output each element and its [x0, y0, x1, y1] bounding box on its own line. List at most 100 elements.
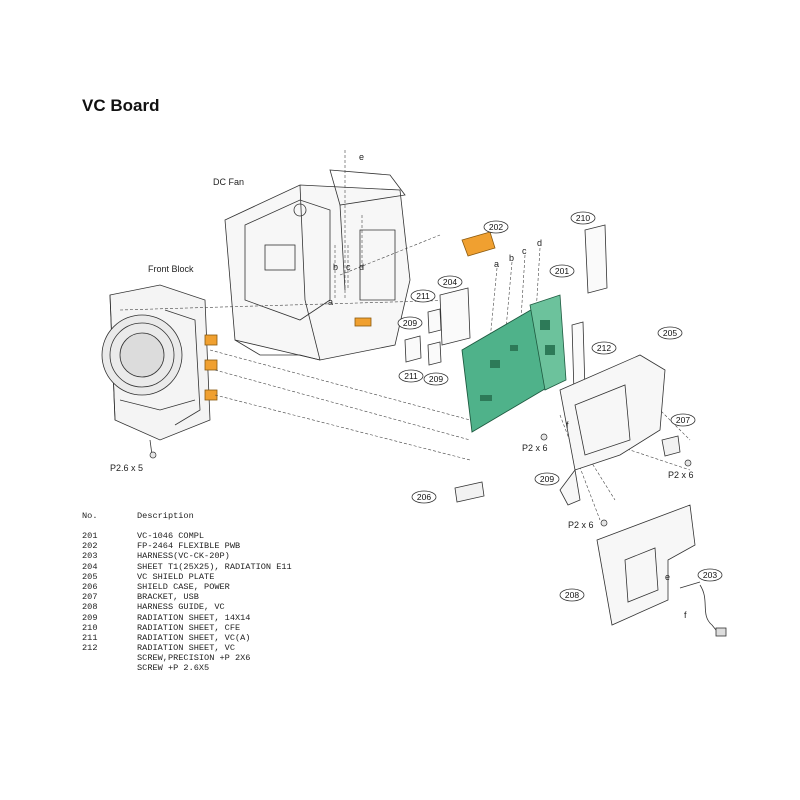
- table-row: 209 RADIATION SHEET, 14X14: [82, 613, 292, 623]
- part-number: 205: [82, 571, 98, 582]
- svg-text:209: 209: [429, 374, 443, 384]
- part-description: VC-1046 COMPL: [137, 531, 205, 541]
- svg-text:207: 207: [676, 415, 690, 425]
- part-number: [82, 653, 137, 663]
- label-b-chassis: b: [333, 262, 338, 272]
- chassis-drawing: [224, 169, 411, 361]
- vc-board-drawing: [461, 294, 567, 433]
- front-block-drawing: [101, 284, 218, 456]
- part-description: HARNESS GUIDE, VC: [137, 602, 225, 613]
- label-a-chassis: a: [328, 297, 333, 307]
- table-row: 202 FP-2464 FLEXIBLE PWB: [82, 541, 292, 551]
- callout-211-b: 211: [398, 369, 424, 383]
- radiation-sheets-drawing: [404, 224, 608, 394]
- table-row: 206 SHIELD CASE, POWER: [82, 582, 292, 592]
- table-row: 212 RADIATION SHEET, VC: [82, 643, 292, 653]
- page-title: VC Board: [82, 96, 160, 115]
- flex-pwb-drawing: [461, 231, 496, 257]
- svg-text:205: 205: [663, 328, 677, 338]
- part-number: 206: [82, 581, 98, 592]
- callout-204: 204: [437, 275, 463, 289]
- callout-207: 207: [670, 413, 696, 427]
- svg-text:209: 209: [403, 318, 417, 328]
- table-row: 205 VC SHIELD PLATE: [82, 572, 292, 582]
- part-number: 204: [82, 561, 98, 572]
- callout-203: 203: [697, 568, 723, 582]
- table-row: SCREW +P 2.6X5: [82, 663, 292, 673]
- part-description: SHEET T1(25X25), RADIATION E11: [137, 561, 292, 572]
- label-a: a: [494, 259, 499, 269]
- table-row: 204 SHEET T1(25X25), RADIATION E11: [82, 562, 292, 572]
- diagram-labels: DC Fan Front Block e a b c d b c d a f e…: [110, 152, 694, 620]
- header-description: Description: [137, 511, 194, 521]
- part-description: RADIATION SHEET, 14X14: [137, 612, 251, 623]
- part-description: HARNESS(VC-CK-20P): [137, 551, 230, 562]
- harness-guide-drawing: [596, 504, 696, 626]
- svg-text:209: 209: [540, 474, 554, 484]
- header-no: No.: [82, 511, 98, 521]
- callout-210: 210: [570, 211, 596, 225]
- callout-211-a: 211: [410, 289, 436, 303]
- part-number: 211: [82, 632, 98, 643]
- label-e-top: e: [359, 152, 364, 162]
- label-b: b: [509, 253, 514, 263]
- harness-drawing: [679, 581, 727, 637]
- part-description: SCREW +P 2.6X5: [137, 663, 210, 674]
- label-d-chassis: d: [359, 262, 364, 272]
- part-number: 207: [82, 592, 98, 603]
- part-number: 209: [82, 612, 98, 623]
- part-number: 210: [82, 622, 98, 633]
- screw-label-1: P2.6 x 5: [110, 463, 143, 473]
- part-number: 208: [82, 602, 98, 613]
- callout-209-c: 209: [534, 472, 560, 486]
- svg-text:211: 211: [404, 371, 418, 381]
- part-number: 201: [82, 531, 98, 541]
- label-c-chassis: c: [346, 262, 351, 272]
- leader-lines: [119, 150, 691, 521]
- part-number: [82, 663, 137, 673]
- svg-text:203: 203: [703, 570, 717, 580]
- screw-label-2: P2 x 6: [522, 443, 548, 453]
- callout-205: 205: [657, 326, 683, 340]
- part-description: SHIELD CASE, POWER: [137, 581, 230, 592]
- screws-drawing: [149, 433, 692, 527]
- svg-text:210: 210: [576, 213, 590, 223]
- svg-text:202: 202: [489, 222, 503, 232]
- shield-case-drawing: [454, 481, 485, 503]
- table-row: 207 BRACKET, USB: [82, 592, 292, 602]
- table-row: 208 HARNESS GUIDE, VC: [82, 602, 292, 612]
- parts-table-header: No. Description: [82, 511, 292, 521]
- table-row: SCREW,PRECISION +P 2X6: [82, 653, 292, 663]
- svg-text:206: 206: [417, 492, 431, 502]
- callout-209-b: 209: [423, 372, 449, 386]
- screw-label-3: P2 x 6: [668, 470, 694, 480]
- callout-202: 202: [483, 220, 509, 234]
- svg-text:204: 204: [443, 277, 457, 287]
- part-number: 212: [82, 643, 98, 654]
- label-f-board: f: [566, 420, 569, 430]
- part-number: 202: [82, 541, 98, 552]
- svg-text:201: 201: [555, 266, 569, 276]
- table-row: 211 RADIATION SHEET, VC(A): [82, 633, 292, 643]
- part-description: RADIATION SHEET, VC: [137, 643, 235, 654]
- svg-text:211: 211: [416, 291, 430, 301]
- part-description: VC SHIELD PLATE: [137, 571, 215, 582]
- label-c: c: [522, 246, 527, 256]
- table-row: 201 VC-1046 COMPL: [82, 531, 292, 541]
- label-front-block: Front Block: [148, 264, 194, 274]
- callout-212: 212: [591, 341, 617, 355]
- label-f-harness: f: [684, 610, 687, 620]
- callout-209-a: 209: [397, 316, 423, 330]
- part-description: FP-2464 FLEXIBLE PWB: [137, 541, 241, 552]
- part-description: RADIATION SHEET, VC(A): [137, 632, 251, 643]
- part-description: SCREW,PRECISION +P 2X6: [137, 653, 251, 664]
- label-dc-fan: DC Fan: [213, 177, 244, 187]
- part-description: BRACKET, USB: [137, 592, 199, 603]
- callout-201: 201: [549, 264, 575, 278]
- callout-206: 206: [411, 490, 437, 504]
- svg-text:212: 212: [597, 343, 611, 353]
